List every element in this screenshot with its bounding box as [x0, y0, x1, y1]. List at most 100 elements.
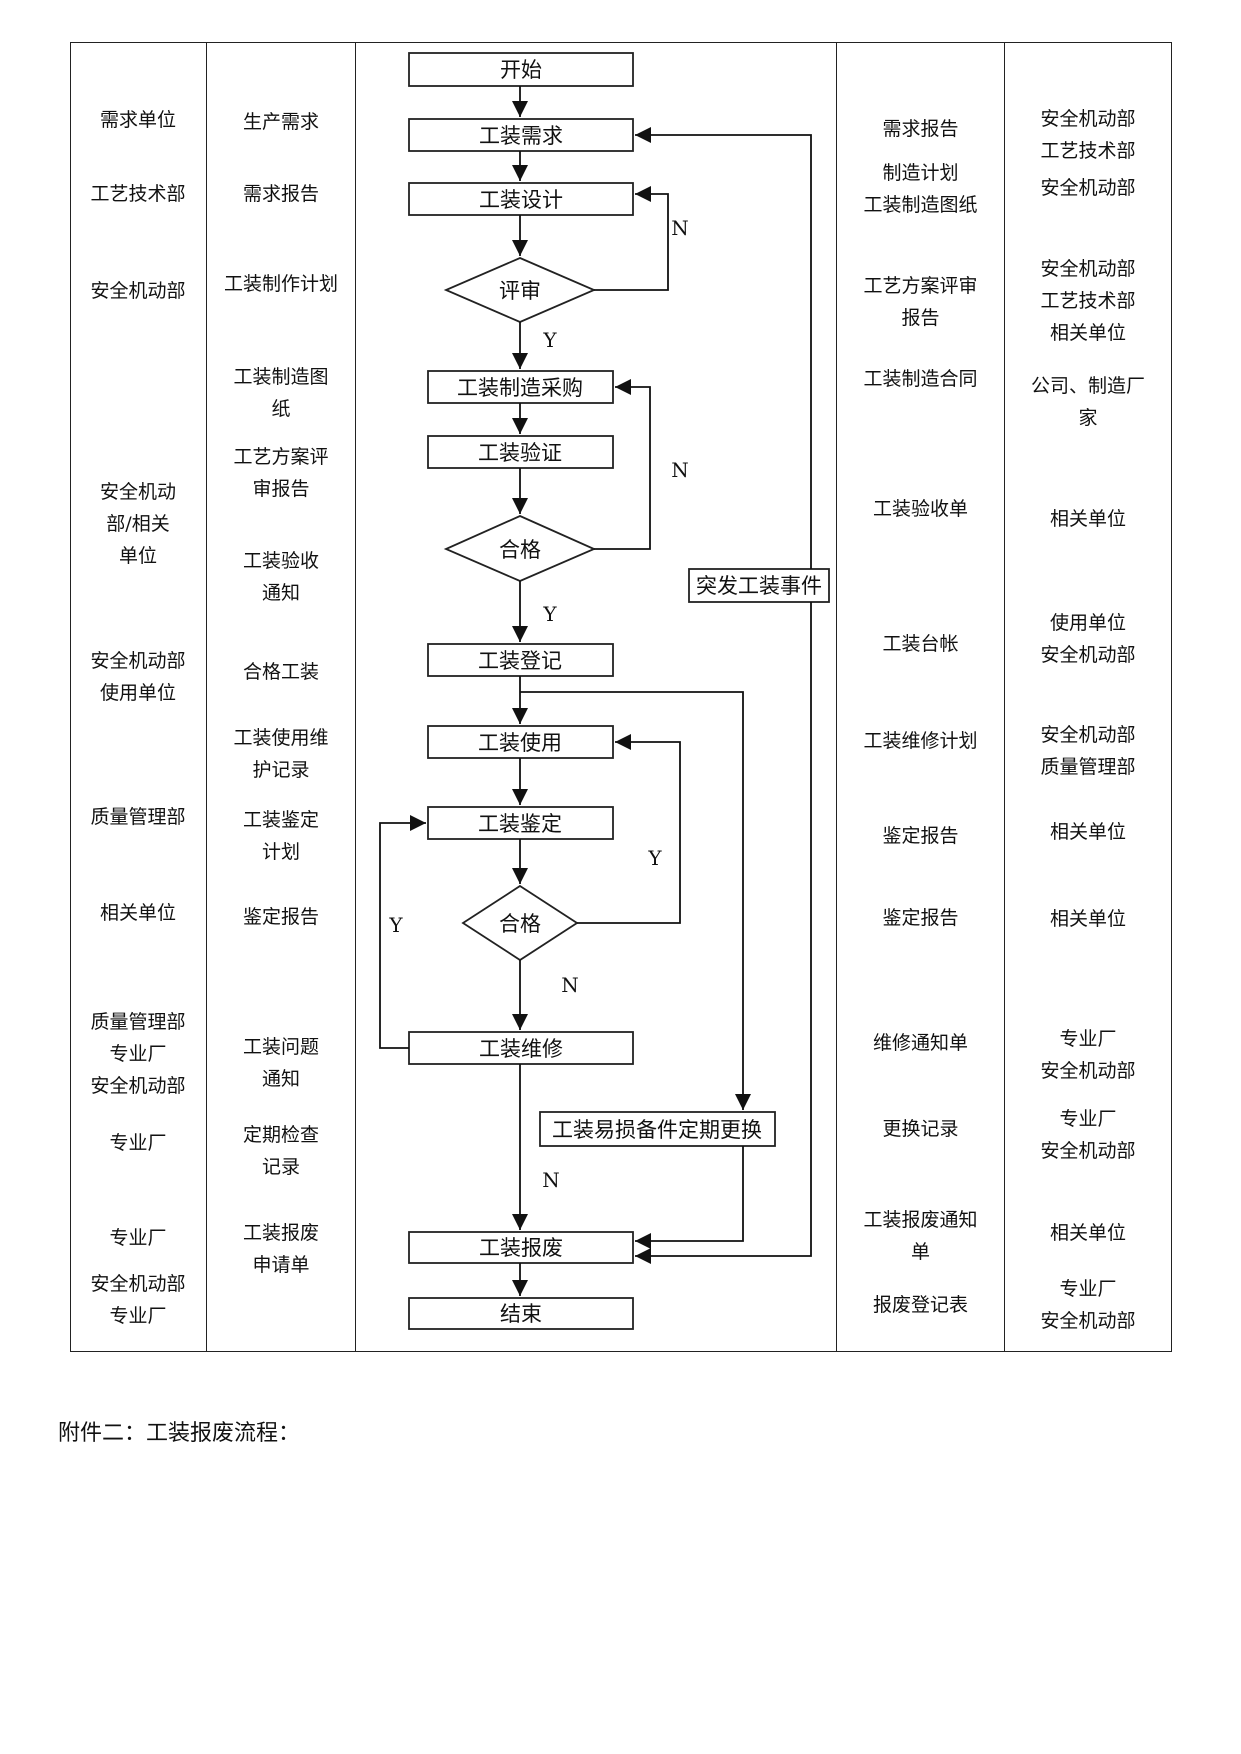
start-node [408, 52, 634, 87]
dept-cell: 安全机动部 [1040, 177, 1136, 199]
procure-label: 工装制造采购 [457, 376, 583, 400]
output-cell: 需求报告 [882, 118, 959, 140]
input-cell: 合格工装 [242, 661, 319, 683]
repair-y-loop [379, 814, 426, 1049]
branch-label-y: Y [647, 846, 662, 870]
pass2-y-loop [577, 733, 681, 924]
output-cell: 工装验收单 [872, 498, 968, 520]
emergency-node [688, 568, 830, 603]
scrap-node [408, 1231, 634, 1264]
procure-node [427, 370, 614, 404]
output-cell: 维修通知单 [872, 1032, 968, 1054]
attachment-caption: 附件二：工装报废流程： [58, 1421, 301, 1446]
replace-node [539, 1111, 776, 1147]
pass1-label: 合格 [499, 538, 541, 562]
pass2-label: 合格 [499, 912, 541, 936]
column-divider [836, 42, 837, 1352]
unit-cell: 质量管理部 专业厂 安全机动部 [90, 1011, 186, 1097]
dept-cell: 使用单位 安全机动部 [1040, 612, 1136, 666]
start-label: 开始 [500, 58, 542, 82]
input-cell: 工装报废 申请单 [242, 1222, 319, 1276]
output-cell: 工装报废通知 单 [863, 1209, 978, 1263]
replace-label: 工装易损备件定期更换 [552, 1118, 762, 1142]
input-cell: 定期检查 记录 [242, 1124, 319, 1178]
branch-label-y: Y [542, 328, 557, 352]
output-cell: 制造计划 工装制造图纸 [863, 162, 978, 216]
verify-label: 工装验证 [478, 441, 562, 465]
verify-node [427, 435, 614, 469]
column-divider [355, 42, 356, 1352]
dept-cell: 公司、制造厂 家 [1030, 375, 1145, 429]
unit-cell: 安全机动 部/相关 单位 [99, 481, 176, 567]
unit-cell: 质量管理部 [90, 806, 186, 828]
dept-cell: 专业厂 安全机动部 [1040, 1108, 1136, 1162]
branch-label-y: Y [542, 602, 557, 626]
input-cell: 鉴定报告 [242, 906, 319, 928]
emergency-to-scrap [635, 602, 812, 1265]
demand-node [408, 118, 634, 152]
dept-cell: 专业厂 安全机动部 [1040, 1028, 1136, 1082]
unit-cell: 安全机动部 使用单位 [90, 650, 186, 704]
branch-label-n: N [671, 216, 689, 240]
output-cell: 工装台帐 [882, 633, 959, 655]
input-cell: 工装使用维 护记录 [233, 727, 329, 781]
unit-cell: 专业厂 [109, 1227, 167, 1249]
dept-cell: 相关单位 [1049, 821, 1126, 843]
end-node [408, 1297, 634, 1330]
review-n-loop [594, 185, 669, 291]
input-cell: 工装问题 通知 [242, 1036, 319, 1090]
column-divider [206, 42, 207, 1352]
design-node [408, 182, 634, 216]
emergency-label: 突发工装事件 [696, 574, 822, 598]
column-divider [1004, 42, 1005, 1352]
flowchart: 开始 工装需求 工装设计 评审 工装制造采购 工装验证 合格 工装登记 工装使用… [379, 52, 830, 1330]
input-cell: 工装制造图 纸 [233, 366, 329, 420]
demand-label: 工装需求 [479, 124, 563, 148]
unit-cell: 相关单位 [99, 902, 176, 924]
dept-cell: 相关单位 [1049, 908, 1126, 930]
branch-label-y: Y [388, 913, 403, 937]
use-node [427, 725, 614, 759]
pass1-n-loop [594, 378, 651, 550]
end-label: 结束 [500, 1302, 542, 1326]
dept-cell: 相关单位 [1049, 508, 1126, 530]
design-label: 工装设计 [479, 188, 563, 212]
repair-node [408, 1031, 634, 1065]
appraise-label: 工装鉴定 [478, 812, 562, 836]
dept-cell: 安全机动部 质量管理部 [1040, 724, 1136, 778]
dept-cell: 安全机动部 工艺技术部 相关单位 [1040, 258, 1136, 344]
unit-cell: 专业厂 [109, 1132, 167, 1154]
input-cell: 工艺方案评 审报告 [233, 446, 329, 500]
input-cell: 需求报告 [242, 183, 319, 205]
unit-cell: 需求单位 [99, 109, 176, 131]
scrap-label: 工装报废 [479, 1236, 563, 1260]
branch-label-n: N [671, 458, 689, 482]
input-cell: 生产需求 [242, 111, 319, 133]
output-cell: 工装维修计划 [863, 730, 978, 752]
dept-cell: 安全机动部 工艺技术部 [1040, 108, 1136, 162]
repair-label: 工装维修 [479, 1037, 563, 1061]
dept-cell: 相关单位 [1049, 1222, 1126, 1244]
output-cell: 报废登记表 [872, 1294, 968, 1316]
unit-cell: 安全机动部 专业厂 [90, 1273, 186, 1327]
input-cell: 工装验收 通知 [242, 550, 319, 604]
input-cell: 工装制作计划 [223, 273, 338, 295]
replace-to-scrap [635, 1146, 744, 1250]
output-cell: 更换记录 [882, 1118, 959, 1140]
emergency-to-demand [635, 126, 812, 569]
branch-label-n: N [561, 973, 579, 997]
register-to-replace [520, 691, 752, 1110]
output-cell: 鉴定报告 [882, 907, 959, 929]
dept-cell: 专业厂 安全机动部 [1040, 1278, 1136, 1332]
input-cell: 工装鉴定 计划 [242, 809, 319, 863]
unit-cell: 工艺技术部 [90, 183, 186, 205]
output-cell: 工艺方案评审 报告 [863, 275, 978, 329]
output-cell: 工装制造合同 [863, 368, 978, 390]
review-label: 评审 [499, 279, 541, 303]
output-cell: 鉴定报告 [882, 825, 959, 847]
use-label: 工装使用 [478, 731, 562, 755]
branch-label-n: N [542, 1168, 560, 1192]
process-table [70, 42, 1172, 1352]
unit-cell: 安全机动部 [90, 280, 186, 302]
register-label: 工装登记 [478, 649, 562, 673]
